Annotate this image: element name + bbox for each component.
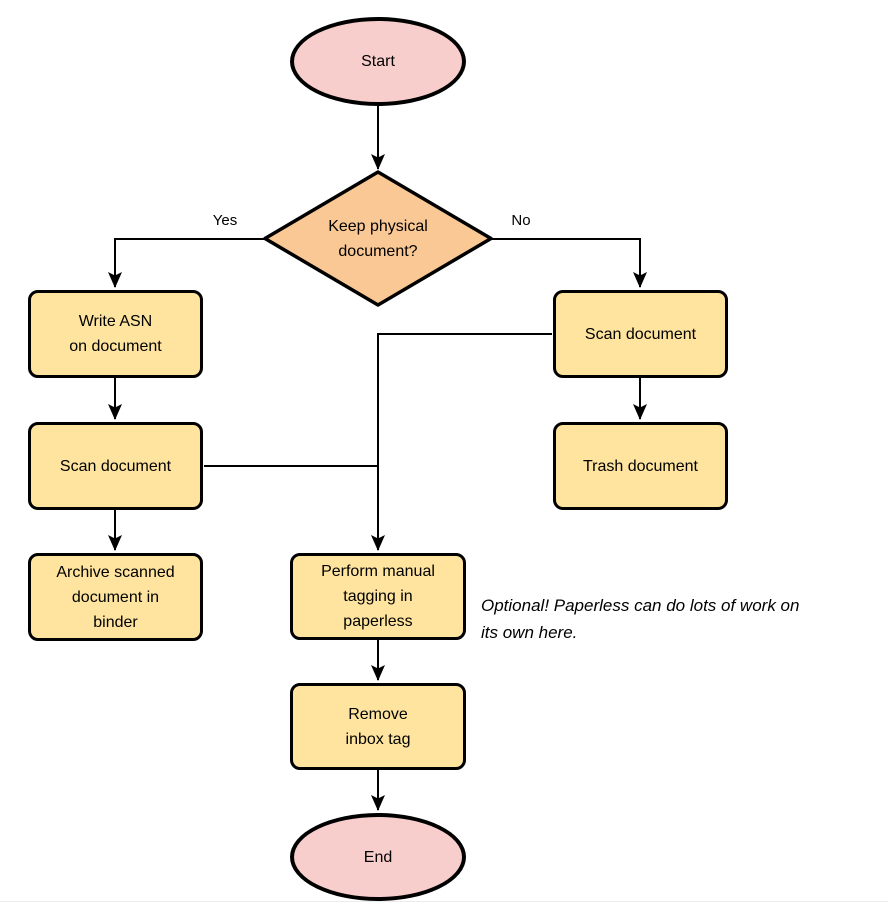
node-trash-document-label: Trash document [582,457,698,475]
node-write-asn: Write ASN on document [28,290,203,378]
node-start: Start [290,17,466,106]
edge-label-no: No [511,212,531,229]
node-archive-document-label: Archive scanned document in binder [56,563,175,631]
node-decision: Keep physical document? [288,172,468,305]
node-manual-tagging: Perform manual tagging in paperless [290,553,466,640]
node-write-asn-label: Write ASN on document [69,313,162,355]
node-end-label: End [363,848,393,866]
node-decision-label: Keep physical document? [328,217,428,260]
node-trash-document: Trash document [553,422,728,510]
bottom-divider [0,901,888,902]
node-scan-document-right-label: Scan document [584,325,697,343]
edge-decision-yes-to-write-asn [108,238,266,288]
node-archive-document: Archive scanned document in binder [28,553,203,641]
node-scan-document-right: Scan document [553,290,728,378]
node-scan-document-left-label: Scan document [59,457,172,475]
node-remove-inbox-tag: Remove inbox tag [290,683,466,770]
edge-label-yes: Yes [212,212,238,229]
edge-scan-right-to-tagging [371,333,552,551]
node-remove-inbox-tag-label: Remove inbox tag [345,705,411,748]
node-manual-tagging-label: Perform manual tagging in paperless [321,563,435,630]
decision-diamond-shape [263,170,493,307]
node-end: End [290,813,466,901]
edge-decision-no-to-scan-right [490,238,647,288]
annotation-optional: Optional! Paperless can do lots of work … [481,596,800,642]
node-scan-document-left: Scan document [28,422,203,510]
node-start-label: Start [361,53,395,70]
